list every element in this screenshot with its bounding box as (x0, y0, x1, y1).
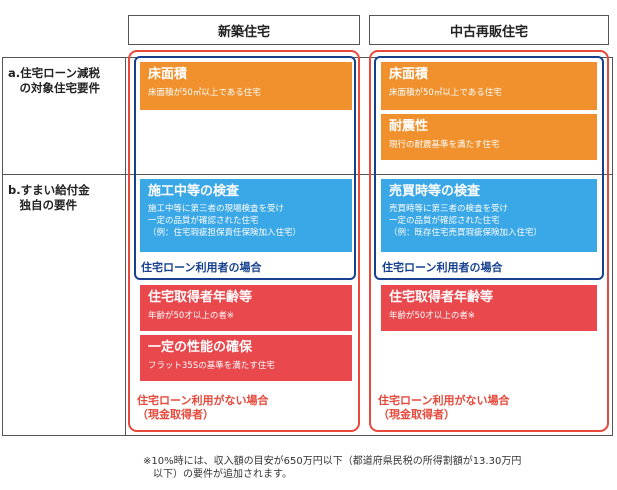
new-cash-caption: 住宅ローン利用がない場合 （現金取得者） (137, 394, 269, 421)
used-quake-sub: 現行の耐震基準を満たす住宅 (389, 140, 500, 150)
table-right-border (612, 57, 613, 436)
row-label-a: a.住宅ローン減税 の対象住宅要件 (8, 66, 101, 95)
label-column-divider (125, 57, 126, 436)
new-inspection-title: 施工中等の検査 (148, 184, 240, 199)
new-cash-outline (128, 50, 360, 432)
new-loan-outline (134, 56, 356, 280)
new-age-title: 住宅取得者年齢等 (148, 290, 253, 305)
used-inspection-sub: 売買時等に第三者の検査を受け 一定の品質が確認された住宅 （例：既存住宅売買瑕疵… (389, 204, 543, 238)
used-cash-caption: 住宅ローン利用がない場合 （現金取得者） (378, 394, 510, 421)
new-age-sub: 年齢が50才以上の者※ (148, 311, 234, 321)
used-floor-sub: 床面積が50㎡以上である住宅 (389, 88, 502, 98)
new-inspection-card: 施工中等の検査 施工中等に第三者の現場検査を受け 一定の品質が確認された住宅 （… (140, 179, 352, 252)
new-performance-sub: フラット35Sの基準を満たす住宅 (148, 361, 275, 371)
used-floor-title: 床面積 (389, 67, 429, 82)
used-cash-outline (369, 50, 609, 432)
row-label-b: b.すまい給付金 独自の要件 (8, 183, 90, 212)
used-quake-title: 耐震性 (389, 119, 429, 134)
new-inspection-sub: 施工中等に第三者の現場検査を受け 一定の品質が確認された住宅 （例：住宅瑕疵担保… (148, 204, 302, 238)
column-header-new: 新築住宅 (128, 15, 360, 45)
used-age-card: 住宅取得者年齢等 年齢が50才以上の者※ (381, 285, 597, 331)
row-divider-bottom (2, 435, 612, 436)
new-age-card: 住宅取得者年齢等 年齢が50才以上の者※ (140, 285, 352, 331)
used-inspection-title: 売買時等の検査 (389, 184, 481, 199)
used-age-sub: 年齢が50才以上の者※ (389, 311, 475, 321)
used-loan-caption: 住宅ローン利用者の場合 (382, 261, 503, 274)
new-loan-caption: 住宅ローン利用者の場合 (141, 261, 262, 274)
table-left-border (2, 57, 3, 436)
used-inspection-card: 売買時等の検査 売買時等に第三者の検査を受け 一定の品質が確認された住宅 （例：… (381, 179, 597, 252)
new-performance-card: 一定の性能の確保 フラット35Sの基準を満たす住宅 (140, 335, 352, 381)
new-floor-title: 床面積 (148, 67, 188, 82)
new-floor-sub: 床面積が50㎡以上である住宅 (148, 88, 261, 98)
used-quake-card: 耐震性 現行の耐震基準を満たす住宅 (381, 114, 597, 160)
row-divider-middle (2, 174, 612, 175)
new-performance-title: 一定の性能の確保 (148, 340, 253, 355)
footnote: ※10%時には、収入額の目安が650万円以下（都道府県民税の所得割額が13.30… (143, 456, 522, 480)
used-loan-outline (374, 56, 604, 280)
new-floor-card: 床面積 床面積が50㎡以上である住宅 (140, 62, 352, 110)
column-header-used: 中古再販住宅 (369, 15, 609, 45)
used-age-title: 住宅取得者年齢等 (389, 290, 494, 305)
used-floor-card: 床面積 床面積が50㎡以上である住宅 (381, 62, 597, 110)
